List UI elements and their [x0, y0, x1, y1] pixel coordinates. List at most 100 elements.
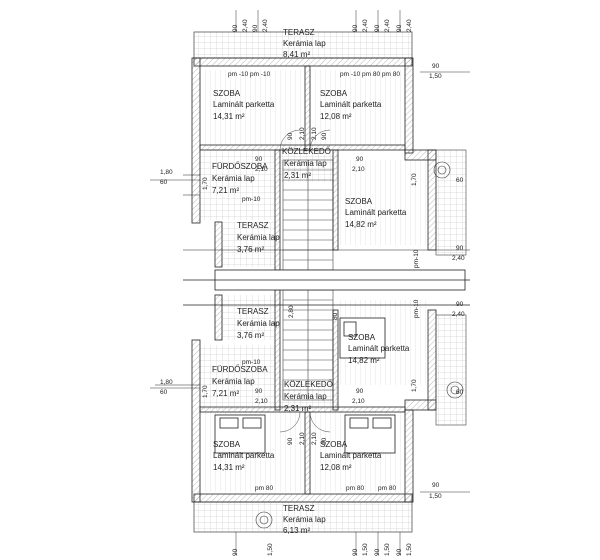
vdim-170-right2: 1,70 — [411, 379, 418, 392]
terrace-top-area: 8,41 m² — [283, 50, 311, 59]
corridor2-area: 2,31 m² — [284, 404, 312, 413]
terrace-mid-bottom — [222, 295, 275, 340]
vdim-210-door-c: 2,10 — [299, 432, 306, 445]
vdim-90-top-c: 90 — [352, 24, 359, 32]
vdim-90-door-b: 90 — [321, 132, 328, 140]
vdim-150-bot-b: 1,50 — [362, 543, 369, 556]
room1-floor: Laminált parketta — [213, 100, 275, 109]
terrace2-floor: Kerámia lap — [237, 233, 280, 242]
dim-left-180-b: 1,80 — [160, 379, 173, 386]
terrace3-floor: Kerámia lap — [237, 319, 280, 328]
terrace3-area: 3,76 m² — [237, 331, 265, 340]
corridor2-floor: Kerámia lap — [284, 392, 327, 401]
room2-name: SZOBA — [320, 89, 348, 98]
terrace4-floor: Kerámia lap — [283, 515, 326, 524]
level-pm80-a: pm 80 — [255, 485, 274, 492]
room2-floor: Laminált parketta — [320, 100, 382, 109]
door-90-c: 90 — [255, 388, 263, 395]
door-swings — [279, 129, 331, 433]
level-pm10-d: pm-10 — [242, 359, 261, 366]
dim-right-150-top: 1,50 — [429, 73, 442, 80]
room6-floor: Laminált parketta — [320, 451, 382, 460]
vdim-170-right1: 1,70 — [411, 173, 418, 186]
room5-area: 14,31 m² — [213, 463, 245, 472]
vdim-90-top-e: 90 — [396, 24, 403, 32]
terrace-bottom — [193, 501, 413, 533]
vdim-90-door-c: 90 — [287, 437, 294, 445]
plant-icon — [255, 161, 464, 529]
vdim-240-top-a: 2,40 — [242, 19, 249, 32]
terrace3-name: TERASZ — [237, 307, 269, 316]
terrace2-area: 3,76 m² — [237, 245, 265, 254]
terrace-mid-top — [222, 222, 275, 267]
vdim-90-top-a: 90 — [232, 24, 239, 32]
balcony-right-bottom — [435, 314, 467, 426]
vdim-150-bot-c: 1,50 — [384, 543, 391, 556]
dim-right-90-mid2: 90 — [456, 301, 464, 308]
dim-right-90-b: 90 — [432, 482, 440, 489]
corridor2-name: KÖZLEKEDŐ — [284, 380, 333, 389]
corridor1-area: 2,31 m² — [284, 171, 312, 180]
room-top-right — [310, 70, 405, 145]
bath1-area: 7,21 m² — [212, 186, 240, 195]
vdim-240-top-d: 2,40 — [384, 19, 391, 32]
level-pm10-c: pm-10 — [242, 196, 261, 203]
dim-left-60-b: 60 — [160, 389, 168, 396]
room3-name: SZOBA — [345, 197, 373, 206]
dim-left-60-top: 60 — [160, 179, 168, 186]
vdim-150-bot-d: 1,50 — [406, 543, 413, 556]
vdim-280-a: 2,80 — [288, 305, 295, 318]
vdim-170-bath2: 1,70 — [202, 385, 209, 398]
dim-right-240-mid2: 2,40 — [452, 311, 465, 318]
room1-name: SZOBA — [213, 89, 241, 98]
dim-right-60-b: 60 — [456, 389, 464, 396]
terrace-top-floor: Kerámia lap — [283, 39, 326, 48]
room1-area: 14,31 m² — [213, 112, 245, 121]
vdim-90-door-a: 90 — [287, 132, 294, 140]
door-90-d: 90 — [356, 388, 364, 395]
dim-right-90-mid1: 90 — [456, 245, 464, 252]
bath-top — [200, 150, 275, 220]
bath2-floor: Kerámia lap — [212, 377, 255, 386]
door-90-b: 90 — [356, 156, 364, 163]
dim-right-240-mid1: 2,40 — [452, 255, 465, 262]
vdim-90-top-d: 90 — [374, 24, 381, 32]
room-mid-right-top — [338, 160, 428, 245]
bath2-area: 7,21 m² — [212, 389, 240, 398]
room-top-left — [200, 70, 305, 145]
vdim-150-bot-a: 1,50 — [267, 543, 274, 556]
vdim-pm10-right1: pm-10 — [413, 249, 420, 268]
level-pm80-c: pm 80 — [378, 485, 397, 492]
terrace4-area: 6,13 m² — [283, 526, 311, 535]
door-90-a: 90 — [255, 156, 263, 163]
level-pm80-b: pm 80 — [346, 485, 365, 492]
door-210-d: 2,10 — [352, 398, 365, 405]
room5-name: SZOBA — [213, 440, 241, 449]
vdim-pm10-right2: pm-10 — [413, 299, 420, 318]
terrace2-name: TERASZ — [237, 221, 269, 230]
room2-area: 12,08 m² — [320, 112, 352, 121]
bath2-name: FÜRDŐSZOBA — [212, 365, 268, 374]
vdim-240-top-c: 2,40 — [362, 19, 369, 32]
room6-area: 12,08 m² — [320, 463, 352, 472]
dim-right-150-b: 1,50 — [429, 493, 442, 500]
room3-area: 14,82 m² — [345, 220, 377, 229]
vdim-90-bot-d: 90 — [396, 548, 403, 556]
vdim-90-bot-a: 90 — [232, 548, 239, 556]
level-pm10-b: pm -10 pm 80 pm 80 — [340, 71, 400, 78]
dimension-lines — [150, 10, 470, 555]
vdim-80-a: 80 — [332, 312, 339, 320]
corridor1-name: KÖZLEKEDŐ — [282, 147, 331, 156]
vdim-170-bath1: 1,70 — [202, 177, 209, 190]
terrace-top — [193, 31, 413, 59]
vdim-240-top-b: 2,40 — [262, 19, 269, 32]
room4-area: 14,82 m² — [348, 356, 380, 365]
dim-right-90-top: 90 — [432, 63, 440, 70]
vdim-240-top-e: 2,40 — [406, 19, 413, 32]
bath-bottom — [200, 345, 275, 410]
door-210-c: 2,10 — [255, 398, 268, 405]
room4-name: SZOBA — [348, 333, 376, 342]
room6-name: SZOBA — [320, 440, 348, 449]
vdim-210-door-b: 2,10 — [311, 127, 318, 140]
